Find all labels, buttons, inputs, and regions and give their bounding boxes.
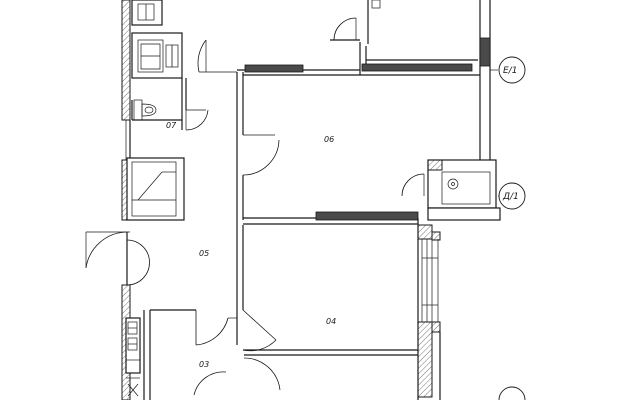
door-07 <box>181 78 209 131</box>
room-label-04: 04 <box>326 317 336 326</box>
room-03-walls <box>125 309 196 400</box>
bathtub <box>131 32 183 79</box>
wardrobe <box>126 157 185 221</box>
room-label-06: 06 <box>324 135 334 144</box>
axis-marker-e1: Е/1 <box>490 56 526 84</box>
right-exterior-wall-upper <box>479 0 491 160</box>
axis-label-e1: Е/1 <box>503 66 517 76</box>
axis-marker-d1: Д/1 <box>498 182 526 210</box>
kitchen-counter <box>131 0 163 26</box>
room-label-07: 07 <box>166 121 177 130</box>
door-04 <box>242 309 418 391</box>
central-partition <box>236 72 244 345</box>
axis-label-d1: Д/1 <box>502 192 519 202</box>
right-window-wall <box>417 218 441 400</box>
door-top-room <box>330 0 381 44</box>
room-label-05: 05 <box>199 249 209 258</box>
top-partition <box>237 42 480 76</box>
room-label-03: 03 <box>199 360 209 369</box>
axis-marker-bottom <box>498 386 526 400</box>
door-03 <box>193 310 237 396</box>
middle-partition <box>243 211 419 225</box>
door-entrance <box>85 231 150 286</box>
door-05-upper <box>197 39 237 73</box>
door-06 <box>242 134 280 176</box>
toilet <box>131 99 182 121</box>
balcony-niche <box>401 159 501 221</box>
